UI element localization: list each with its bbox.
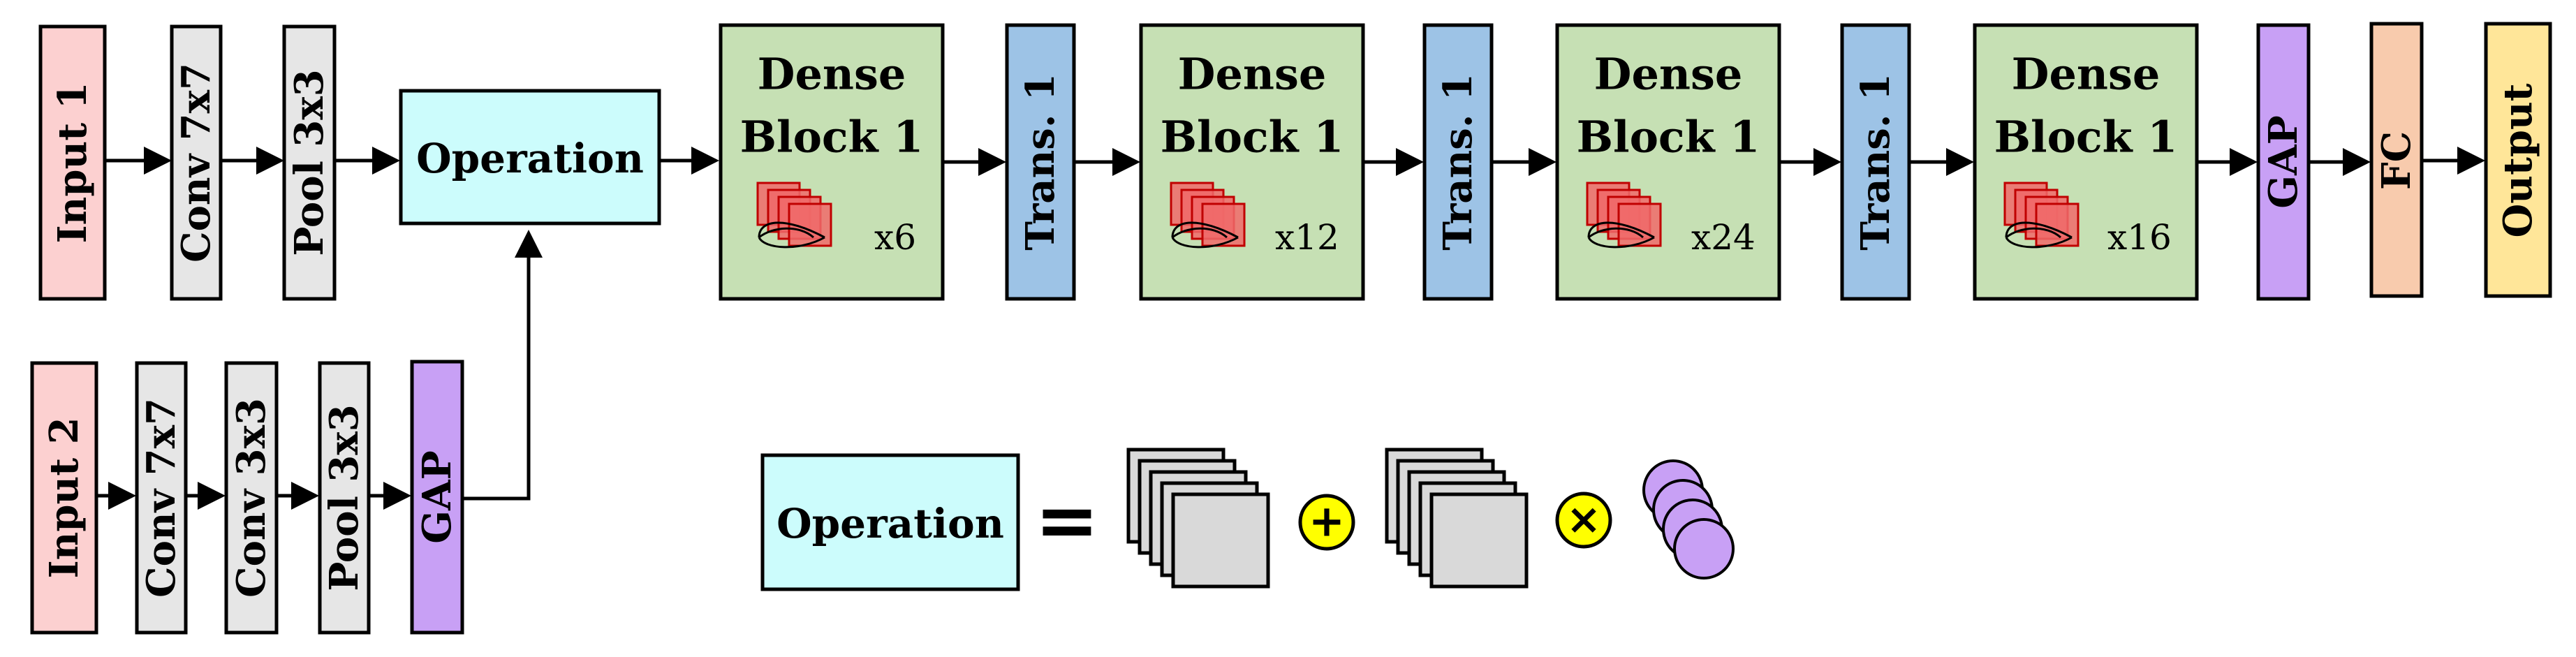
dense-block-subtitle: Block 1 (740, 112, 924, 163)
pool-3x3-label: Pool 3x3 (321, 404, 367, 591)
transition-node-1: Trans. 1 (1005, 23, 1076, 301)
dense-block-x12: Dense Block 1 x12 (1139, 23, 1365, 301)
dense-block-subtitle: Block 1 (1577, 112, 1760, 163)
dense-block-title: Dense (758, 49, 906, 100)
feature-map-icon (1170, 182, 1246, 249)
transition-label: Trans. 1 (1853, 73, 1899, 251)
output-node: Output (2484, 22, 2552, 298)
dense-block-multiplier: x24 (1691, 217, 1756, 258)
times-symbol: × (1566, 495, 1601, 544)
conv-7x7-node-2: Conv 7x7 (135, 361, 188, 635)
pool-3x3-node-2: Pool 3x3 (318, 361, 371, 635)
dense-block-subtitle: Block 1 (1161, 112, 1344, 163)
channel-weights-icon (1642, 459, 1735, 580)
plus-symbol: + (1309, 496, 1345, 547)
dense-block-multiplier: x16 (2107, 217, 2172, 258)
input-1-node: Input 1 (38, 24, 107, 301)
output-label: Output (2495, 83, 2541, 237)
conv-7x7-node: Conv 7x7 (170, 24, 223, 301)
feature-stack-icon-2 (1385, 448, 1529, 589)
plus-icon: + (1298, 494, 1355, 551)
gap-label: GAP (414, 450, 460, 543)
dense-block-x24: Dense Block 1 x24 (1555, 23, 1781, 301)
transition-node-3: Trans. 1 (1840, 23, 1911, 301)
conv-7x7-label: Conv 7x7 (138, 398, 184, 598)
fc-node: FC (2369, 22, 2424, 298)
times-icon: × (1555, 492, 1612, 549)
feature-map-icon (2003, 182, 2080, 249)
operation-label: Operation (416, 135, 644, 182)
transition-node-2: Trans. 1 (1422, 23, 1494, 301)
input-2-node: Input 2 (30, 361, 98, 635)
feature-map-icon (756, 182, 832, 249)
conv-3x3-label: Conv 3x3 (228, 398, 274, 598)
dense-block-title: Dense (2012, 49, 2161, 100)
conv-3x3-node: Conv 3x3 (224, 361, 279, 635)
arrow-to-operation (462, 230, 543, 501)
dense-block-x6: Dense Block 1 x6 (719, 23, 945, 301)
transition-label: Trans. 1 (1017, 73, 1063, 251)
legend-operation-label: Operation (777, 500, 1004, 547)
transition-label: Trans. 1 (1435, 73, 1481, 251)
conv-7x7-label: Conv 7x7 (173, 63, 219, 263)
fc-label: FC (2373, 131, 2420, 190)
dense-block-subtitle: Block 1 (1994, 112, 2178, 163)
gap-node-bottom: GAP (410, 360, 464, 635)
dense-block-multiplier: x12 (1275, 217, 1339, 258)
dense-block-title: Dense (1178, 49, 1327, 100)
operation-legend: Operation (760, 453, 1020, 591)
feature-map-icon (1586, 182, 1662, 249)
pool-3x3-label: Pool 3x3 (286, 69, 332, 256)
gap-label: GAP (2260, 115, 2306, 208)
dense-block-title: Dense (1594, 49, 1743, 100)
dense-block-x16: Dense Block 1 x16 (1973, 23, 2199, 301)
dense-block-multiplier: x6 (874, 217, 916, 258)
input-1-label: Input 1 (50, 82, 96, 243)
feature-stack-icon (1126, 448, 1270, 589)
pool-3x3-node: Pool 3x3 (282, 24, 337, 301)
operation-node: Operation (399, 89, 661, 226)
input-2-label: Input 2 (41, 417, 87, 578)
gap-node-top: GAP (2256, 23, 2311, 301)
equals-sign: = (1035, 475, 1099, 565)
